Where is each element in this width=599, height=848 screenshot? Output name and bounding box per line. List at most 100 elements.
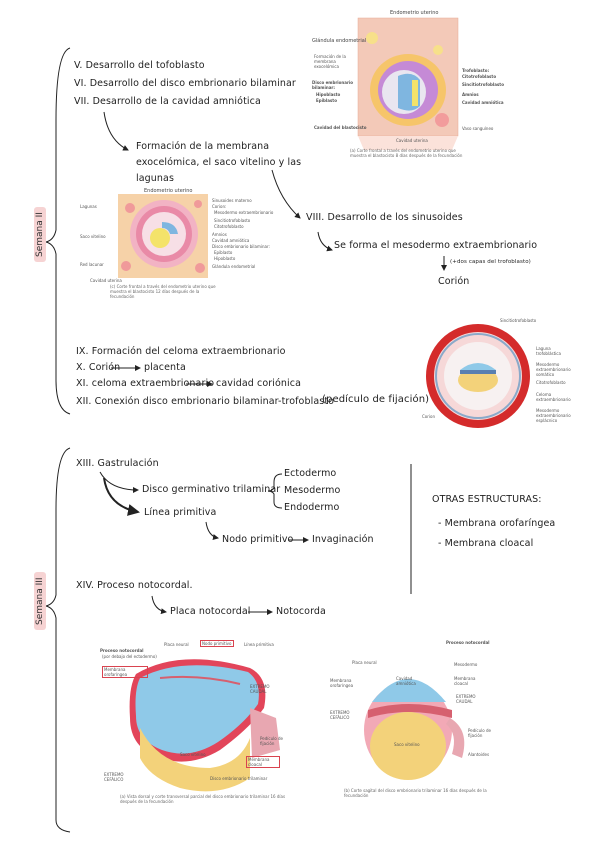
- nodo-primitivo: Nodo primitivo: [222, 534, 294, 545]
- figA-label-linea: Línea primitiva: [244, 642, 274, 647]
- item-vii: VII. Desarrollo de la cavidad amniótica: [74, 96, 261, 107]
- figB-label-orofaringea: Membrana orofaríngea: [330, 678, 354, 688]
- figB-caption: (b) Corte sagital del disco embrionario …: [344, 788, 487, 798]
- item-ix: IX. Formación del celoma extraembrionari…: [76, 346, 286, 357]
- figA-label-nodo: Nodo primitivo: [200, 640, 234, 647]
- figB-label-caudal: EXTREMO CAUDAL: [456, 694, 476, 704]
- fig2-label-citotrofo: Citotrofoblasto: [214, 224, 244, 229]
- endodermo: Endodermo: [284, 502, 340, 513]
- fig3-label-celoma: Celoma extraembrionario: [536, 392, 571, 402]
- otras-estructuras-title: OTRAS ESTRUCTURAS:: [432, 494, 542, 505]
- figure-blastocyst-8-days: Endometrio uterino Glándula endometrial …: [312, 10, 504, 160]
- vii-note-line2: exocelómica, el saco vitelino y las: [136, 157, 302, 168]
- invaginacion: Invaginación: [312, 534, 374, 545]
- viii-note: Se forma el mesodermo extraembrionario: [334, 240, 538, 251]
- figA-caption: (a) Vista dorsal y corte transversal par…: [120, 794, 286, 804]
- fig1-label-cavidad-blastocisto: Cavidad del blastocisto: [314, 125, 367, 130]
- figB-label-placa: Placa neural: [352, 660, 377, 665]
- figA-label-disco: Disco embrionario trilaminar: [210, 776, 268, 781]
- figure-sagittal: Proceso notocordal Placa neural Mesoderm…: [330, 638, 510, 810]
- otras-item-orofaringea: - Membrana orofaríngea: [438, 518, 556, 529]
- mesodermo: Mesodermo: [284, 485, 341, 496]
- item-xiii: XIII. Gastrulación: [76, 458, 159, 469]
- item-xii: XII. Conexión disco embrionario bilamina…: [76, 396, 335, 407]
- semana2-brace: [45, 47, 71, 415]
- fig2-label-hipoblasto: Hipoblasto: [214, 256, 236, 261]
- fig2-label-lagunas: Lagunas: [80, 204, 97, 209]
- fig1-label-membrana-exocelomica: Formación de la membrana exocelómica: [314, 54, 346, 69]
- figB-label-alantoides: Alantoides: [468, 752, 490, 757]
- fig1-label-vaso: Vaso sanguíneo: [462, 126, 494, 131]
- fig2-label-amnios: Amnios: [212, 232, 227, 237]
- fig2-caption: (c) Corte frontal a través del endometri…: [110, 284, 216, 299]
- fig1-label-glandula: Glándula endometrial: [312, 38, 367, 44]
- fig1-label-epiblasto: Epiblasto: [316, 98, 337, 103]
- fig1-label-hipoblasto: Hipoblasto: [316, 92, 341, 97]
- figure-blastocyst-12-days: Endometrio uterino Lagunas Saco vitelino…: [80, 188, 274, 299]
- figA-label-cefalico: EXTREMO CEFÁLICO: [104, 772, 124, 782]
- figB-label-proceso: Proceso notocordal: [446, 640, 490, 645]
- item-x-result: placenta: [144, 362, 186, 373]
- fig1-label-trofoblasto: Trofoblasto:: [462, 68, 490, 73]
- fig2-label-saco-vitelino: Saco vitelino: [80, 234, 106, 239]
- figure-chorion: Sincitiotrofoblasto Laguna trofoblástica…: [420, 316, 580, 436]
- fig2-label-sinusoides: Sinusoides materno: [212, 198, 252, 203]
- fig3-label-sincitio: Sincitiotrofoblasto: [500, 318, 537, 323]
- item-xi-result: cavidad coriónica: [216, 378, 302, 389]
- figA-label-membrana-orofaringea: Membrana orofaríngea: [102, 666, 148, 678]
- fig3-label-citotrofo: Citotrofoblasto: [536, 380, 566, 385]
- fig1-label-disco: Disco embrionario bilaminar:: [312, 80, 354, 90]
- fig3-label-meso-esplacnico: Mesodermo extraembrionario esplácnico: [536, 408, 571, 423]
- fig3-label-corion: Corion: [422, 414, 435, 419]
- fig1-label-cavidad-amniotica: Cavidad amniótica: [462, 100, 504, 105]
- fig2-label-cavidad-uterina: Cavidad uterina: [90, 278, 122, 283]
- fig2-label-red-lacunar: Red lacunar: [80, 262, 104, 267]
- fig1-label-citotrofoblasto: Citotrofoblasto: [462, 74, 497, 79]
- fig2-label-sincitio: Sincitiotrofoblasto: [214, 218, 251, 223]
- fig1-label-cavidad-uterina: Cavidad uterina: [396, 138, 428, 143]
- figB-label-saco: Saco vitelino: [394, 742, 420, 747]
- fig2-label-corion: Corion:: [212, 204, 227, 209]
- fig2-label-epiblasto: Epiblasto: [214, 250, 233, 255]
- figB-label-cavidad: Cavidad amniótica: [396, 676, 416, 686]
- figA-label-saco: Saco vitelino: [180, 752, 206, 757]
- vii-note-line1: Formación de la membrana: [136, 141, 270, 152]
- figB-label-pediculo: Pedículo de fijación: [468, 728, 491, 738]
- figB-label-cloacal: Membrana cloacal: [454, 676, 476, 686]
- figA-label-proceso: Proceso notocordal: [100, 648, 144, 653]
- semana3-label: Semana III: [34, 572, 46, 630]
- vii-note-line3: lagunas: [136, 173, 175, 184]
- item-xiv: XIV. Proceso notocordal.: [76, 580, 193, 591]
- linea-primitiva: Línea primitiva: [144, 507, 217, 518]
- fig2-label-cavidad-amniotica: Cavidad amniótica: [212, 238, 250, 243]
- item-vi: VI. Desarrollo del disco embrionario bil…: [74, 78, 296, 89]
- item-xi: XI. celoma extraembrionario: [76, 378, 215, 389]
- fig2-label-endometrio: Endometrio uterino: [144, 188, 193, 194]
- viii-sub-note: (+dos capas del trofoblasto): [450, 259, 531, 265]
- item-v: V. Desarrollo del tofoblasto: [74, 60, 205, 71]
- notocorda: Notocorda: [276, 606, 326, 617]
- fig1-caption: (a) Corte frontal a través del endometri…: [350, 148, 463, 158]
- figB-label-mesodermo: Mesodermo: [454, 662, 478, 667]
- fig2-label-mesodermo: Mesodermo extraembrionario: [214, 210, 274, 215]
- fig2-label-glandula: Glándula endometrial: [212, 264, 256, 269]
- fig2-label-disco: Disco embrionario bilaminar:: [212, 244, 270, 249]
- fig1-label-amnios: Amnios: [462, 92, 479, 97]
- viii-result-corion: Corión: [438, 276, 470, 287]
- ectodermo: Ectodermo: [284, 468, 337, 479]
- figA-label-cloacal: Membrana cloacal: [246, 756, 280, 768]
- figA-label-pediculo: Pedículo de fijación: [260, 736, 283, 746]
- placa-notocordal: Placa notocordal: [170, 606, 251, 617]
- figA-label-por-debajo: (por debajo del ectodermo): [102, 654, 157, 659]
- figB-label-cefalico: EXTREMO CEFÁLICO: [330, 710, 350, 720]
- disco-trilaminar: Disco germinativo trilaminar: [142, 484, 281, 495]
- fig1-label-sincitiotrofoblasto: Sincitiotrofoblasto: [462, 82, 504, 87]
- fig1-label-endometrio: Endometrio uterino: [390, 10, 439, 16]
- semana2-label: Semana II: [34, 207, 46, 262]
- figure-dorsal-view: Proceso notocordal (por debajo del ectod…: [100, 638, 300, 810]
- fig3-label-laguna: Laguna trofoblástica: [536, 346, 561, 356]
- fig3-label-meso-somatico: Mesodermo extraembrionario somático: [536, 362, 571, 377]
- item-xii-result: (pedículo de fijación): [322, 394, 430, 405]
- semana3-brace: [45, 447, 71, 833]
